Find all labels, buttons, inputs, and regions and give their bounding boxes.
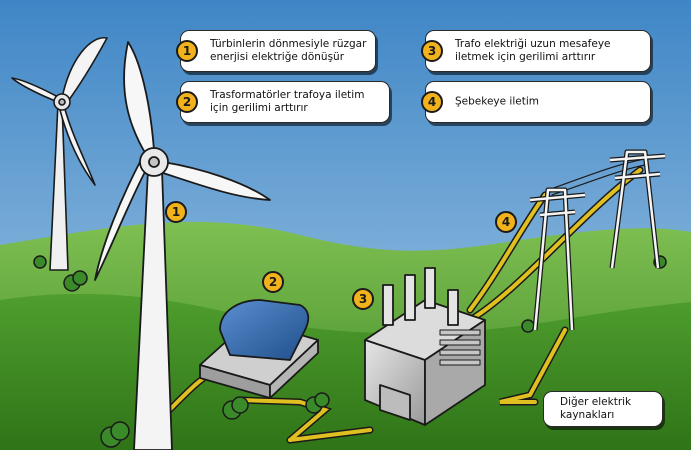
marker-turbine: 1 — [165, 201, 187, 223]
step-1-text: Türbinlerin dönmesiyle rüzgar enerjisi e… — [210, 38, 367, 63]
power-pylons-fill — [529, 150, 666, 331]
step-3-text: Trafo elektriği uzun mesafeye iletmek iç… — [455, 38, 611, 63]
step-4-callout: 4 Şebekeye iletim — [421, 81, 651, 123]
step-2-callout: 2 Trasformatörler trafoya iletim için ge… — [176, 81, 390, 123]
other-sources-text: Diğer elektrik kaynakları — [560, 396, 632, 421]
step-1-badge: 1 — [176, 40, 198, 62]
step-4-text: Şebekeye iletim — [455, 95, 539, 108]
step-4-badge: 4 — [421, 91, 443, 113]
step-2-badge: 2 — [176, 91, 198, 113]
step-1-callout: 1 Türbinlerin dönmesiyle rüzgar enerjisi… — [176, 30, 376, 72]
marker-grid: 4 — [495, 211, 517, 233]
marker-generator: 2 — [262, 271, 284, 293]
other-sources-label-box: Diğer elektrik kaynakları — [543, 391, 663, 427]
background-wind-turbine — [11, 37, 108, 271]
marker-transformer: 3 — [352, 288, 374, 310]
step-3-badge: 3 — [421, 40, 443, 62]
foreground-wind-turbine — [94, 41, 271, 450]
generator-unit — [199, 299, 319, 399]
transformer — [364, 267, 486, 426]
step-3-callout: 3 Trafo elektriği uzun mesafeye iletmek … — [421, 30, 651, 72]
step-2-text: Trasformatörler trafoya iletim için geri… — [210, 89, 365, 114]
